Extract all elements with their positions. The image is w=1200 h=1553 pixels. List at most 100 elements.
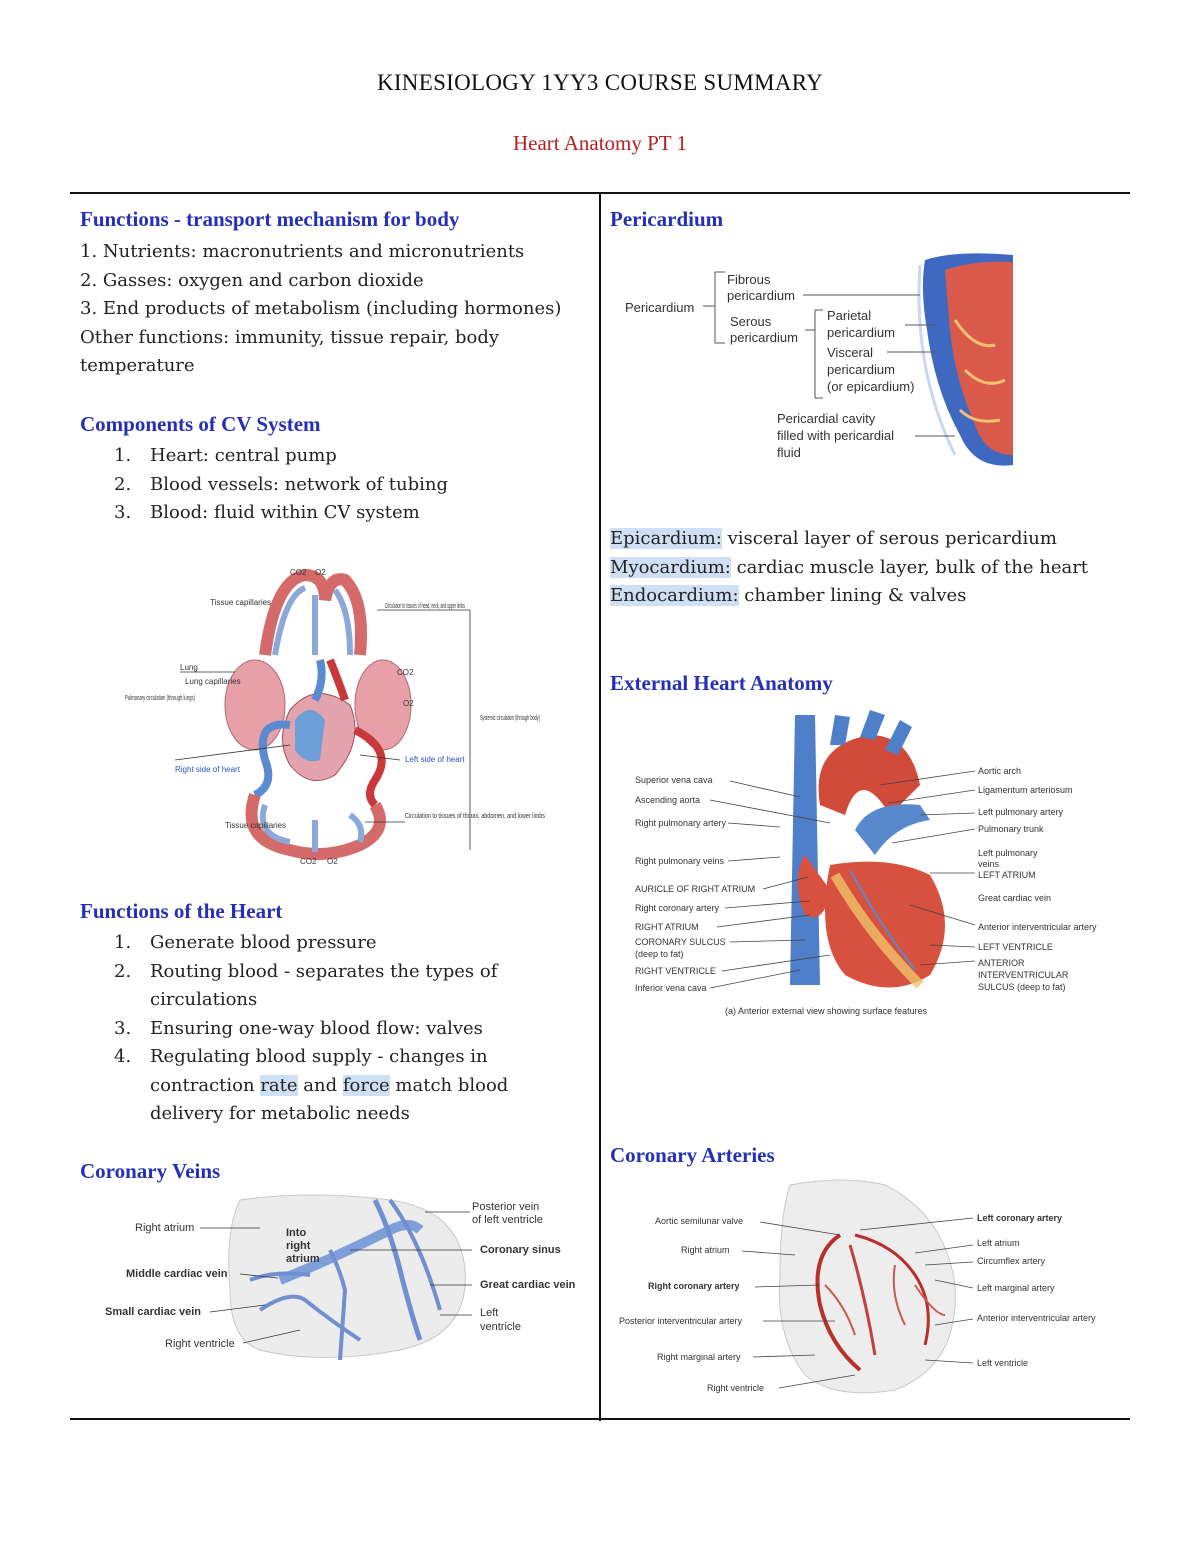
pericardium-label: Visceral (827, 345, 873, 360)
cv-label: Right side of heart (175, 765, 241, 774)
cv-vein-label: ventricle (480, 1321, 521, 1333)
document-title: KINESIOLOGY 1YY3 COURSE SUMMARY (376, 70, 824, 95)
external-right-label: veins (978, 859, 1000, 869)
functions-line: 2. Gasses: oxygen and carbon dioxide (80, 269, 424, 291)
external-anatomy-heading: External Heart Anatomy (610, 671, 833, 695)
external-right-label: Great cardiac vein (978, 893, 1051, 903)
pericardium-label: (or epicardium) (827, 379, 914, 394)
coronary-right-label: Left marginal artery (977, 1283, 1055, 1293)
cv-vein-label: Right ventricle (165, 1338, 235, 1350)
cv-label: Circulation to tissues of head, neck, an… (385, 603, 465, 610)
external-left-label: RIGHT VENTRICLE (635, 966, 716, 976)
cv-circulation-diagram: CO2 O2 Tissue capillaries Circulation to… (125, 568, 545, 866)
list-item: 3.Ensuring one-way blood flow: valves (114, 1017, 483, 1039)
external-left-label: RIGHT ATRIUM (635, 922, 699, 932)
coronary-veins-heading: Coronary Veins (80, 1159, 221, 1183)
tissue-capillaries-bottom (245, 793, 386, 860)
coronary-left-label: Right marginal artery (657, 1352, 741, 1362)
heart-functions-heading: Functions of the Heart (80, 899, 283, 923)
coronary-left-label: Right ventricle (707, 1383, 764, 1393)
list-item: 3.Blood: fluid within CV system (114, 502, 420, 523)
external-right-label: SULCUS (deep to fat) (978, 982, 1066, 992)
cv-vein-label: atrium (286, 1253, 320, 1265)
pericardium-label: pericardium (827, 362, 895, 377)
cv-label: Lung (180, 663, 198, 672)
coronary-right-label: Circumflex artery (977, 1256, 1046, 1266)
functions-text: 1. Nutrients: macronutrients and micronu… (80, 238, 595, 381)
cv-label: Circulation to tissues of thorax, abdome… (405, 813, 545, 820)
external-heart-diagram: Superior vena cava Ascending aorta Right… (635, 710, 1097, 1016)
pericardium-label: Pericardium (625, 300, 694, 315)
cv-label: Left side of heart (405, 755, 465, 764)
coronary-right-label: Left ventricle (977, 1358, 1028, 1368)
external-left-label: AURICLE OF RIGHT ATRIUM (635, 884, 755, 894)
cv-vein-label: right (286, 1240, 311, 1252)
external-right-label: LEFT VENTRICLE (978, 942, 1053, 952)
cv-label: O2 (327, 857, 338, 866)
components-heading: Components of CV System (80, 412, 321, 436)
pericardium-heading: Pericardium (610, 207, 724, 231)
coronary-right-label: Anterior interventricular artery (977, 1313, 1096, 1323)
functions-heading: Functions - transport mechanism for body (80, 207, 460, 231)
external-caption: (a) Anterior external view showing surfa… (725, 1006, 928, 1016)
pericardium-diagram: Pericardium Fibrous pericardium Serous p… (625, 253, 1013, 466)
pericardium-label: Serous (730, 314, 772, 329)
external-right-label: ANTERIOR (978, 958, 1025, 968)
cv-label: O2 (315, 568, 326, 577)
list-item: 1.Generate blood pressure (114, 932, 377, 953)
lung-left-shape (224, 659, 286, 751)
coronary-left-label: Right atrium (681, 1245, 730, 1255)
pericardium-label: Fibrous (727, 272, 771, 287)
coronary-right-label: Left atrium (977, 1238, 1020, 1248)
pericardium-label: filled with pericardial (777, 428, 894, 443)
pericardium-label: Parietal (827, 308, 871, 323)
cv-vein-label: Posterior vein (472, 1201, 539, 1213)
external-left-label: Right coronary artery (635, 903, 720, 913)
coronary-veins-diagram: Right atrium Into right atrium Middle ca… (105, 1194, 576, 1361)
external-right-label: LEFT ATRIUM (978, 870, 1036, 880)
cv-label: CO2 (300, 857, 317, 866)
external-left-label: Superior vena cava (635, 775, 713, 785)
layer-line: Myocardium: cardiac muscle layer, bulk o… (610, 556, 1089, 578)
cv-vein-label: Middle cardiac vein (126, 1268, 228, 1280)
external-left-label: Right pulmonary veins (635, 856, 725, 866)
external-left-label: (deep to fat) (635, 949, 684, 959)
coronary-right-label: Left coronary artery (977, 1213, 1062, 1223)
pericardium-label: pericardium (730, 330, 798, 345)
external-left-label: Right pulmonary artery (635, 818, 727, 828)
cv-vein-label: Small cardiac vein (105, 1306, 201, 1318)
pericardium-label: fluid (777, 445, 801, 460)
functions-line: Other functions: immunity, tissue repair… (80, 326, 500, 377)
cv-vein-label: Coronary sinus (480, 1244, 561, 1256)
document-subtitle: Heart Anatomy PT 1 (512, 131, 687, 155)
coronary-left-label: Right coronary artery (648, 1281, 740, 1291)
external-right-label: Aortic arch (978, 766, 1021, 776)
cv-label: Tissue capillaries (225, 821, 286, 830)
external-left-label: Ascending aorta (635, 795, 700, 805)
external-right-label: Left pulmonary (978, 848, 1038, 858)
heart-functions-list: 1.Generate blood pressure 2.Routing bloo… (80, 929, 540, 1129)
pericardium-label: pericardium (827, 325, 895, 340)
coronary-arteries-diagram: Aortic semilunar valve Right atrium Righ… (619, 1179, 1096, 1394)
cv-label: CO2 (290, 568, 307, 577)
external-right-label: Anterior interventricular artery (978, 922, 1097, 932)
cv-vein-label: Great cardiac vein (480, 1279, 576, 1291)
list-item: 1.Heart: central pump (114, 445, 337, 466)
coronary-left-label: Posterior interventricular artery (619, 1316, 743, 1326)
heart-layers: Epicardium: visceral layer of serous per… (610, 525, 1130, 611)
cv-vein-label: of left ventricle (472, 1214, 543, 1226)
cv-vein-label: Into (286, 1227, 306, 1239)
external-right-label: INTERVENTRICULAR (978, 970, 1069, 980)
cv-label: Tissue capillaries (210, 598, 271, 607)
cv-vein-label: Right atrium (135, 1222, 194, 1234)
cv-label: Lung capillaries (185, 677, 241, 686)
list-item: 4.Regulating blood supply - changes in c… (114, 1046, 509, 1124)
functions-line: 3. End products of metabolism (including… (80, 298, 562, 319)
external-left-label: Inferior vena cava (635, 983, 707, 993)
pericardium-label: pericardium (727, 288, 795, 303)
external-left-label: CORONARY SULCUS (635, 937, 726, 947)
tissue-capillaries-top (259, 568, 367, 656)
components-list: 1.Heart: central pump 2.Blood vessels: n… (80, 442, 595, 528)
external-right-label: Ligamentum arteriosum (978, 785, 1073, 795)
coronary-arteries-heading: Coronary Arteries (610, 1143, 775, 1167)
